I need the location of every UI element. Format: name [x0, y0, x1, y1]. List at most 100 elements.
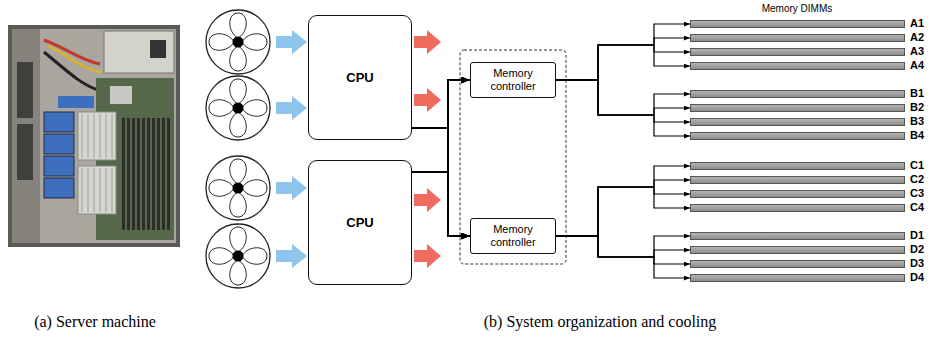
- slot: [162, 118, 165, 230]
- cpu-label: CPU: [346, 70, 373, 85]
- dimm-label: B4: [910, 129, 924, 142]
- chassis-floor: [12, 29, 176, 243]
- memory-channel: [556, 236, 690, 257]
- slot: [132, 118, 135, 230]
- hot-air-arrow: [414, 188, 441, 212]
- slot: [147, 118, 150, 230]
- dimm-slot: B4: [690, 132, 905, 140]
- memory-controller-box: Memory controller: [470, 218, 556, 254]
- memory-bus: [412, 128, 470, 236]
- dimm-label: A2: [910, 31, 924, 44]
- controller-label: Memory controller: [474, 67, 552, 93]
- dimm-label: A1: [910, 17, 924, 30]
- memory-channel: [556, 236, 690, 278]
- memory-channel: [556, 80, 690, 136]
- dimm-slot: A3: [690, 48, 905, 56]
- server-fan: [44, 156, 74, 176]
- chipset: [110, 86, 132, 104]
- memory-channel: [556, 187, 690, 236]
- cool-air-arrow: [276, 30, 307, 54]
- hot-air-arrow: [414, 244, 441, 268]
- memory-channel: [556, 38, 690, 80]
- dimm-label: B2: [910, 101, 924, 114]
- memory-channel: [556, 180, 690, 236]
- server-fan: [44, 112, 74, 132]
- memory-channel: [556, 45, 690, 80]
- hot-air-arrow: [414, 30, 441, 54]
- slot: [127, 118, 130, 230]
- dimm-slot: D4: [690, 274, 905, 282]
- dimm-slot: C2: [690, 176, 905, 184]
- dimm-label: D2: [910, 243, 924, 256]
- front-bezel: [12, 29, 40, 243]
- memory-channel: [556, 80, 690, 115]
- dimm-label: B1: [910, 87, 924, 100]
- memory-channel: [556, 80, 690, 122]
- dimm-slot: D1: [690, 232, 905, 240]
- memory-channel: [556, 166, 690, 236]
- memory-channel: [556, 236, 690, 264]
- slot: [157, 118, 160, 230]
- controller-group-outline: [460, 50, 566, 264]
- memory-channel: [556, 24, 690, 80]
- server-fan: [44, 178, 74, 198]
- dimm-slot: C3: [690, 190, 905, 198]
- cpu-box: CPU: [308, 160, 412, 285]
- heatsink: [78, 166, 116, 214]
- heatsink: [78, 112, 116, 160]
- dimm-slot: A1: [690, 20, 905, 28]
- server-fan: [44, 134, 74, 154]
- dimm-slot: A2: [690, 34, 905, 42]
- dimm-label: D1: [910, 229, 924, 242]
- dimm-slots-photo: [122, 118, 170, 230]
- memory-channel: [556, 80, 690, 115]
- heatsink-fins: [82, 114, 112, 212]
- slot: [142, 118, 145, 230]
- slot: [137, 118, 140, 230]
- cool-air-arrow: [276, 96, 307, 120]
- fan: [206, 76, 270, 140]
- chassis-frame: [8, 25, 180, 247]
- hot-air-arrow: [414, 88, 441, 112]
- figure-heading: Memory DIMMs: [762, 3, 833, 15]
- air-duct: [58, 96, 94, 108]
- slot: [122, 118, 125, 230]
- server-photo: [8, 25, 180, 247]
- dimm-label: A3: [910, 45, 924, 58]
- cpu-label: CPU: [346, 215, 373, 230]
- cpu-box: CPU: [308, 15, 412, 140]
- controller-label: Memory controller: [474, 223, 552, 249]
- fan: [206, 224, 270, 288]
- dimm-label: C3: [910, 187, 924, 200]
- subfigure-caption: (b) System organization and cooling: [484, 312, 717, 331]
- cool-air-arrow: [276, 176, 307, 200]
- dimm-label: D4: [910, 271, 924, 284]
- memory-bus: [412, 172, 470, 236]
- power-cable: [48, 46, 102, 72]
- cool-air-arrow: [276, 244, 307, 268]
- dimm-slot: D3: [690, 260, 905, 268]
- dimm-slot: B2: [690, 104, 905, 112]
- dimm-label: B3: [910, 115, 924, 128]
- dimm-label: D3: [910, 257, 924, 270]
- memory-bus: [412, 80, 470, 172]
- dimm-slot: B3: [690, 118, 905, 126]
- drive-bay: [17, 62, 33, 118]
- memory-bus: [412, 80, 470, 128]
- dimm-label: C2: [910, 173, 924, 186]
- power-supply: [104, 31, 174, 73]
- dimm-label: C1: [910, 159, 924, 172]
- dimm-label: C4: [910, 201, 924, 214]
- memory-channel: [556, 187, 690, 236]
- drive-bay: [17, 124, 33, 180]
- fan: [206, 156, 270, 220]
- subfigure-caption: (a) Server machine: [34, 312, 156, 331]
- dimm-slot: B1: [690, 90, 905, 98]
- fan: [206, 10, 270, 74]
- dimm-slot: C4: [690, 204, 905, 212]
- power-cable: [44, 52, 98, 90]
- dimm-slot: A4: [690, 62, 905, 70]
- dimm-slot: D2: [690, 246, 905, 254]
- psu-socket: [150, 40, 166, 58]
